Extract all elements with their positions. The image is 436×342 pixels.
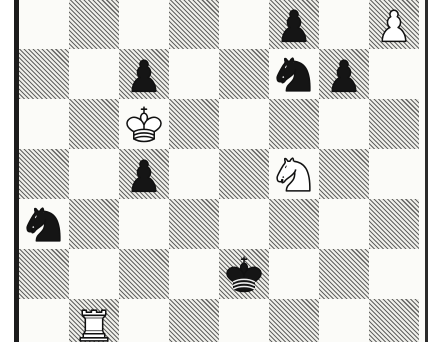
- square-b8[interactable]: [69, 0, 119, 49]
- square-h7[interactable]: [369, 49, 419, 99]
- square-d7[interactable]: [169, 49, 219, 99]
- square-d5[interactable]: [169, 149, 219, 199]
- black-pawn-icon[interactable]: [119, 149, 169, 199]
- page-margin-left: [0, 0, 14, 342]
- square-f4[interactable]: [269, 199, 319, 249]
- square-a8[interactable]: [19, 0, 69, 49]
- black-knight-icon[interactable]: [19, 199, 69, 249]
- square-d3[interactable]: [169, 249, 219, 299]
- square-g3[interactable]: [319, 249, 369, 299]
- square-a7[interactable]: [19, 49, 69, 99]
- square-e6[interactable]: [219, 99, 269, 149]
- square-c8[interactable]: [119, 0, 169, 49]
- white-king-icon[interactable]: [119, 99, 169, 149]
- square-b4[interactable]: [69, 199, 119, 249]
- square-g8[interactable]: [319, 0, 369, 49]
- square-g5[interactable]: [319, 149, 369, 199]
- square-g4[interactable]: [319, 199, 369, 249]
- square-g6[interactable]: [319, 99, 369, 149]
- square-b6[interactable]: [69, 99, 119, 149]
- square-f6[interactable]: [269, 99, 319, 149]
- square-h3[interactable]: [369, 249, 419, 299]
- white-pawn-icon[interactable]: [369, 0, 419, 49]
- square-d8[interactable]: [169, 0, 219, 49]
- square-d4[interactable]: [169, 199, 219, 249]
- square-a6[interactable]: [19, 99, 69, 149]
- square-b3[interactable]: [69, 249, 119, 299]
- square-e4[interactable]: [219, 199, 269, 249]
- square-g2[interactable]: [319, 299, 369, 342]
- black-knight-icon[interactable]: [269, 49, 319, 99]
- square-a5[interactable]: [19, 149, 69, 199]
- square-a3[interactable]: [19, 249, 69, 299]
- square-a2[interactable]: [19, 299, 69, 342]
- white-rook-icon[interactable]: [69, 299, 119, 342]
- square-b5[interactable]: [69, 149, 119, 199]
- black-pawn-icon[interactable]: [119, 49, 169, 99]
- square-e5[interactable]: [219, 149, 269, 199]
- square-h4[interactable]: [369, 199, 419, 249]
- page-margin-right: [428, 0, 436, 342]
- square-c3[interactable]: [119, 249, 169, 299]
- square-f3[interactable]: [269, 249, 319, 299]
- square-h5[interactable]: [369, 149, 419, 199]
- square-f2[interactable]: [269, 299, 319, 342]
- black-pawn-icon[interactable]: [269, 0, 319, 49]
- square-e7[interactable]: [219, 49, 269, 99]
- square-d6[interactable]: [169, 99, 219, 149]
- square-c4[interactable]: [119, 199, 169, 249]
- white-knight-icon[interactable]: [269, 149, 319, 199]
- square-h2[interactable]: [369, 299, 419, 342]
- square-b7[interactable]: [69, 49, 119, 99]
- square-e8[interactable]: [219, 0, 269, 49]
- board-border-left: [14, 0, 19, 342]
- black-king-icon[interactable]: [219, 249, 269, 299]
- square-c2[interactable]: [119, 299, 169, 342]
- square-d2[interactable]: [169, 299, 219, 342]
- square-e2[interactable]: [219, 299, 269, 342]
- black-pawn-icon[interactable]: [319, 49, 369, 99]
- square-h6[interactable]: [369, 99, 419, 149]
